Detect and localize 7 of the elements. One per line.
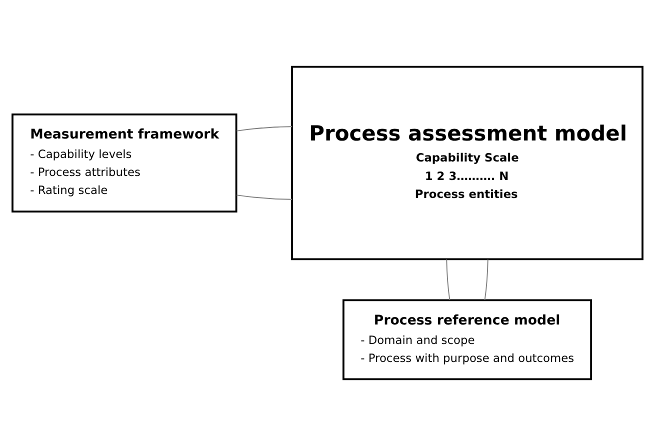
connector [236,194,292,200]
connector [446,258,450,300]
connector [484,258,488,300]
node-box: Process reference model - Domain and scope - Process with purpose and outcomes [342,299,592,380]
node-box: Measurement framework - Capability levels - Process attributes - Rating scale [12,113,238,213]
connector [236,126,292,132]
node-box: Process assessment model Capability Scale 1 2 3………. N Process entities [291,66,644,260]
